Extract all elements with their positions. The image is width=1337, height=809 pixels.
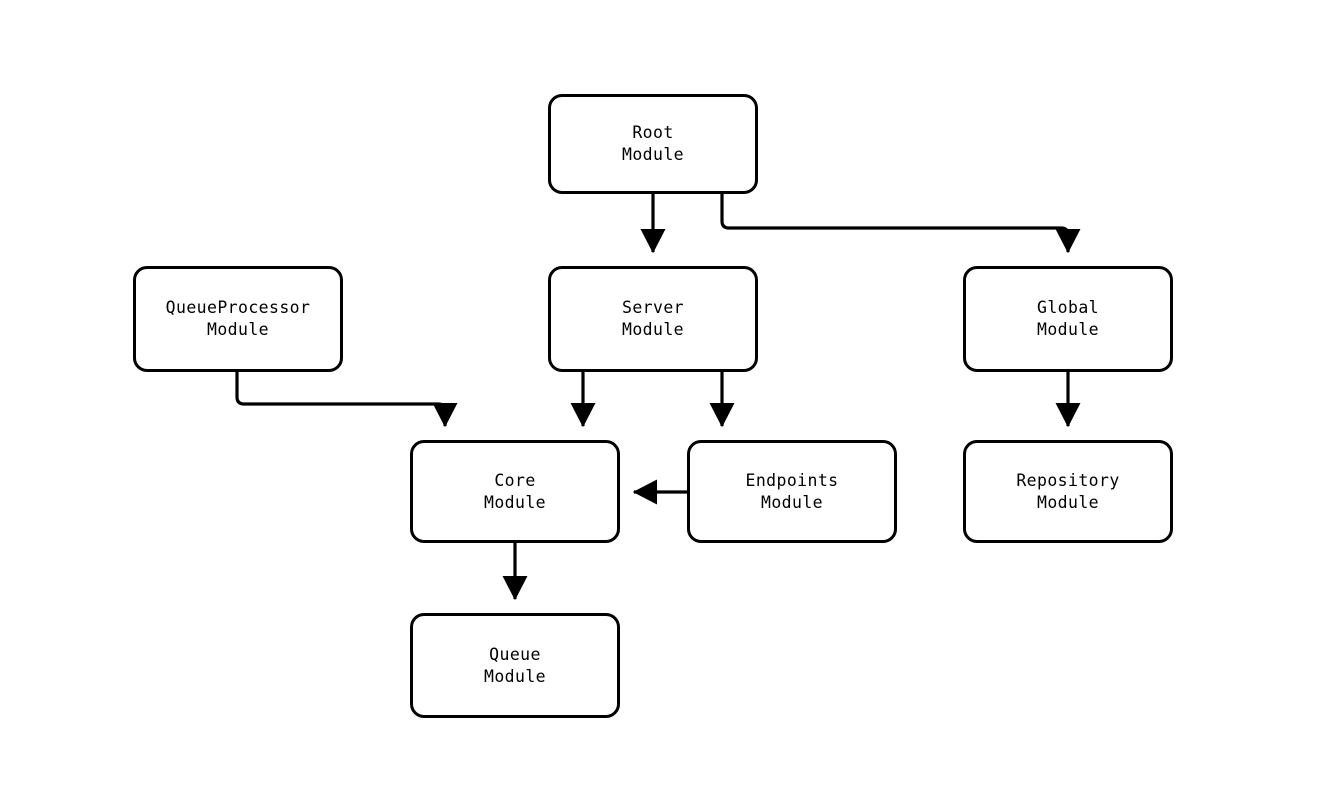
node-core-module[interactable]: Core Module (410, 440, 620, 543)
node-server-module[interactable]: Server Module (548, 266, 758, 372)
edge-root-to-global (720, 194, 1081, 254)
node-label-root-module: Root Module (621, 123, 684, 164)
node-queueprocessor-module[interactable]: QueueProcessor Module (133, 266, 343, 372)
node-label-server-module: Server Module (621, 298, 684, 339)
node-repository-module[interactable]: Repository Module (963, 440, 1173, 543)
edge-queueprocessor-to-core (235, 372, 458, 428)
node-label-endpoints-module: Endpoints Module (745, 470, 839, 512)
node-root-module[interactable]: Root Module (548, 94, 758, 194)
node-queue-module[interactable]: Queue Module (410, 613, 620, 718)
node-label-queue-module: Queue Module (483, 644, 546, 686)
node-global-module[interactable]: Global Module (963, 266, 1173, 372)
node-label-repository-module: Repository Module (1016, 470, 1120, 512)
node-label-core-module: Core Module (483, 470, 546, 512)
node-label-global-module: Global Module (1036, 298, 1099, 339)
node-endpoints-module[interactable]: Endpoints Module (687, 440, 897, 543)
node-label-queueprocessor-module: QueueProcessor Module (165, 298, 311, 339)
